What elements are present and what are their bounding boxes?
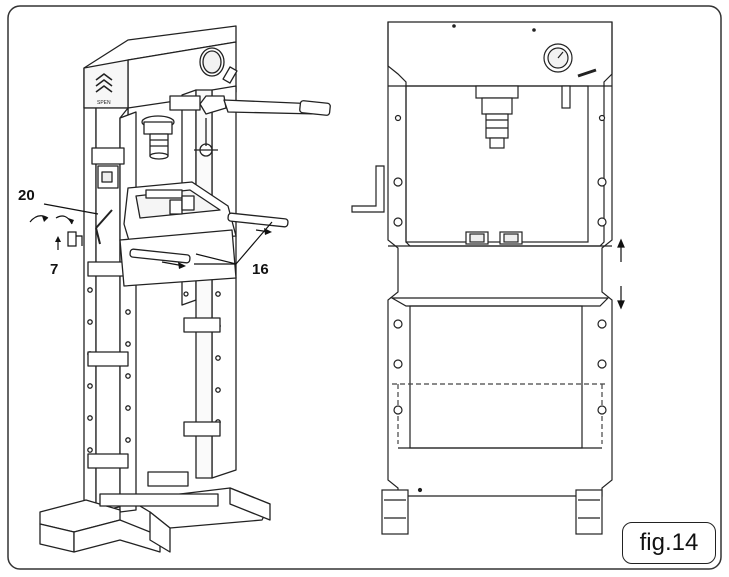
rotate-ccw-arrow: [29, 215, 49, 223]
pressure-gauge-icon: [199, 47, 225, 77]
upright-brackets: [87, 261, 221, 469]
pump-handle: [199, 95, 331, 116]
front-table-clips: [465, 231, 523, 245]
clip-part-7: [67, 231, 83, 247]
callout-leaders: [29, 203, 273, 267]
hydraulic-ram: [141, 95, 201, 160]
leader-20: [43, 203, 99, 215]
press-base: [39, 471, 271, 553]
figure-frame: [7, 5, 722, 570]
press-isometric-view: SPEN: [39, 25, 331, 553]
callout-7: 7: [50, 261, 59, 278]
front-release-valve: [561, 68, 597, 109]
crank-handle: [95, 209, 113, 245]
press-head: SPEN: [83, 25, 238, 109]
press-front-view: [351, 21, 613, 535]
front-gauge-icon: [543, 43, 573, 73]
winch-assembly: [91, 118, 218, 189]
callout-20: 20: [18, 187, 35, 204]
height-adjust-arrows: [617, 238, 625, 310]
head-logo-text: SPEN: [97, 100, 111, 106]
callout-16: 16: [252, 261, 269, 278]
front-ram: [475, 85, 519, 149]
figure-label: fig.14: [622, 522, 716, 564]
front-crank-handle: [351, 165, 385, 213]
table-pins: [129, 212, 289, 264]
front-feet: [381, 489, 603, 535]
front-holes: [393, 114, 607, 415]
